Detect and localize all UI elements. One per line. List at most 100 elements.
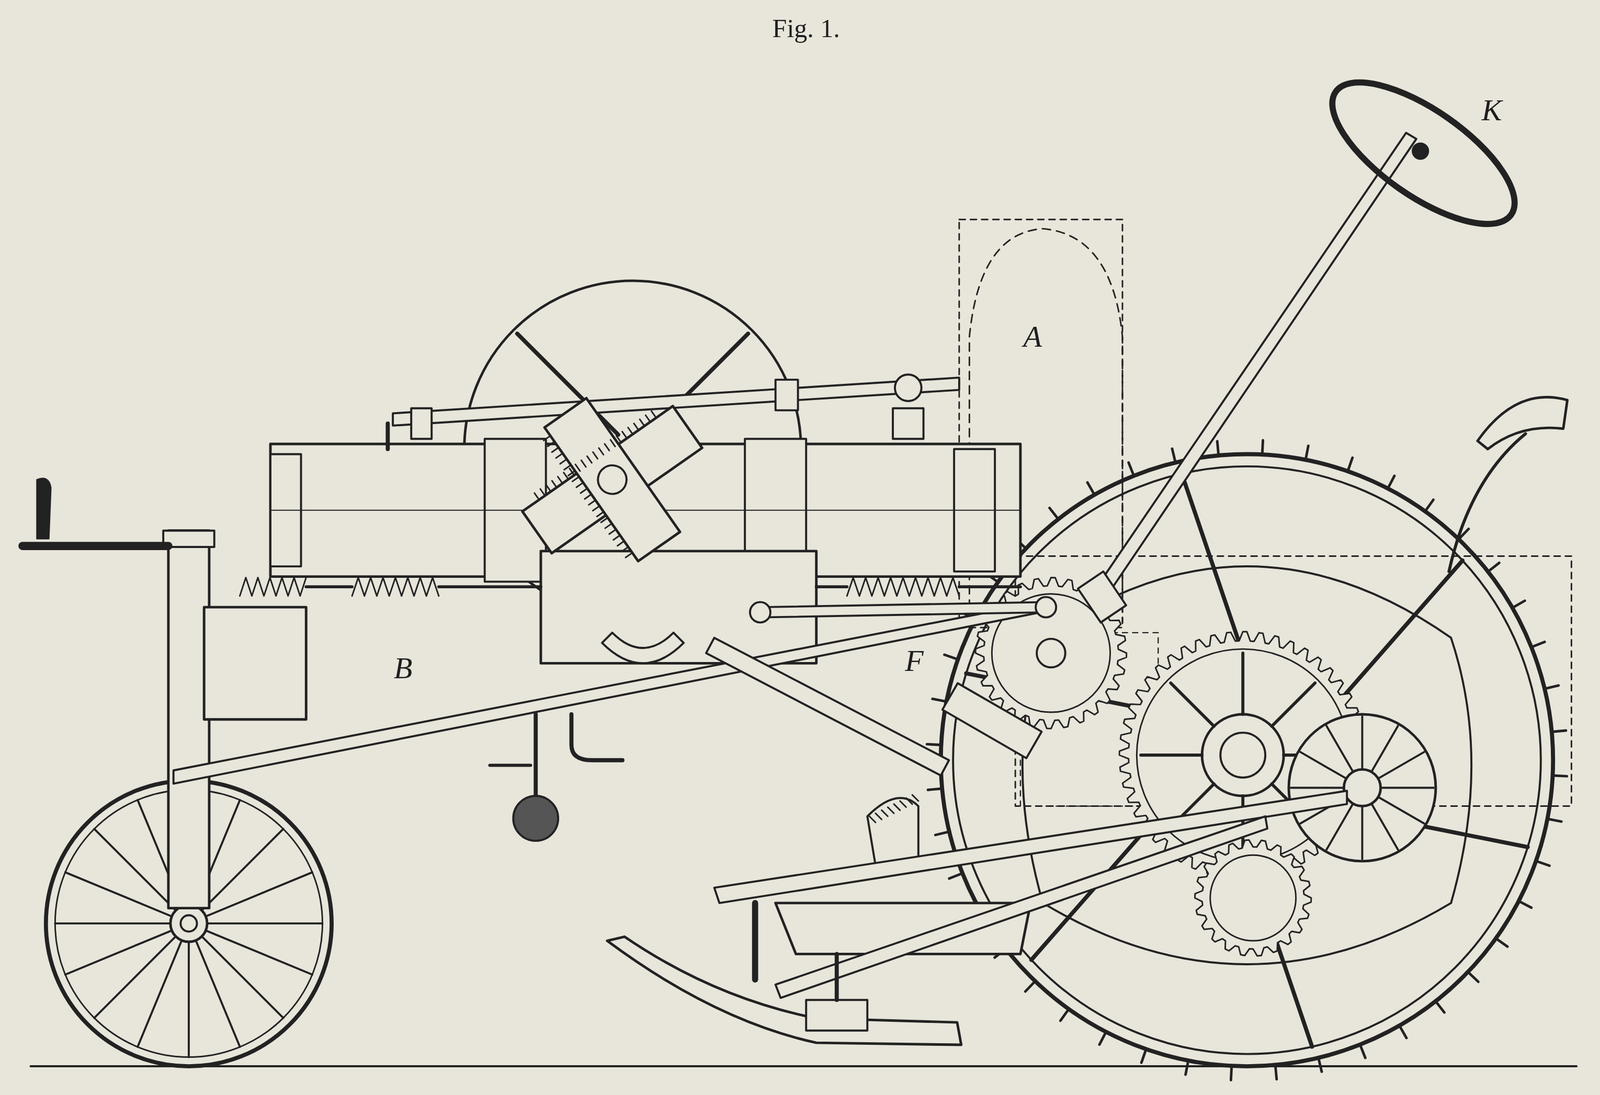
- gear-spoke: [1241, 653, 1245, 715]
- hub-spoke: [1378, 752, 1425, 779]
- front-wheel-spoke: [65, 872, 173, 917]
- gear-spoke: [1140, 753, 1202, 757]
- quadrant-lever: [602, 632, 684, 664]
- gear-tooth: [575, 464, 581, 472]
- part-letter: K: [1478, 93, 1506, 128]
- steering-column: [1096, 132, 1417, 595]
- gear-tooth: [633, 423, 639, 431]
- hub-spoke: [1371, 725, 1399, 773]
- front-wheel-spoke: [207, 922, 323, 925]
- pipe: [571, 714, 623, 761]
- wheel-spike: [944, 654, 959, 660]
- part-letter: B: [390, 651, 416, 686]
- wheel-spike: [1387, 475, 1395, 489]
- secondary-hub: [1288, 714, 1436, 862]
- part-letter: F: [901, 644, 927, 678]
- front-wheel-spoke: [195, 940, 240, 1048]
- fitting: [411, 408, 432, 440]
- drive-shaft: [706, 638, 949, 776]
- bevel-gear-assembly: [490, 360, 735, 600]
- gear-tooth: [613, 535, 621, 541]
- front-wheel-spoke: [201, 936, 284, 1019]
- wheel-spike: [1087, 482, 1095, 496]
- lower-frame: [714, 790, 1348, 904]
- wheel-spike: [1172, 448, 1176, 463]
- front-wheel-spoke: [205, 930, 313, 975]
- wheel-spike: [1025, 981, 1036, 992]
- lower-gear: [1194, 840, 1311, 957]
- gear-tooth: [600, 517, 608, 523]
- wheel-spike: [1551, 730, 1567, 733]
- steering-box: [1077, 571, 1127, 623]
- front-wheel-hub: [170, 905, 208, 943]
- gear-bore: [1220, 732, 1266, 778]
- wheel-spike: [1512, 600, 1526, 609]
- hub-spoke: [1360, 806, 1364, 860]
- front-tank: [203, 607, 306, 720]
- gear-tooth: [604, 444, 610, 451]
- pipe: [489, 764, 531, 768]
- gear-tooth: [568, 470, 575, 476]
- hub-spoke: [1360, 716, 1364, 770]
- gear-tooth: [900, 801, 907, 808]
- crank-arm: [22, 541, 169, 551]
- rear-brace: [775, 816, 1268, 998]
- front-wheel-spoke: [205, 872, 313, 917]
- wheel-spike: [1347, 457, 1353, 472]
- gear-tooth: [534, 493, 540, 501]
- wheel-spike: [1217, 441, 1219, 456]
- hub-spoke: [1326, 803, 1354, 850]
- gear-tooth: [617, 541, 624, 547]
- main-frame-bar: [173, 599, 1052, 784]
- wheel-spike: [1318, 1058, 1322, 1073]
- gear-tooth: [593, 452, 598, 460]
- fitting: [775, 379, 799, 411]
- drawing-group: [22, 56, 1577, 1081]
- part-letter: A: [1020, 320, 1046, 354]
- gear-tooth: [616, 435, 621, 443]
- shaft-housing: [942, 683, 1042, 758]
- fuel-pipe: [533, 714, 538, 797]
- wheel-spike: [949, 873, 963, 879]
- gear-tooth: [875, 813, 882, 820]
- gear-tooth: [580, 488, 588, 494]
- wheel-spike: [1531, 641, 1545, 648]
- wheel-spike: [935, 831, 950, 835]
- ground-line: [30, 1065, 1577, 1068]
- valve-spring: [352, 577, 439, 597]
- wheel-spike: [1399, 1025, 1407, 1039]
- rod: [305, 585, 353, 589]
- front-wheel-spoke: [54, 922, 170, 925]
- gear-tooth: [628, 427, 633, 435]
- wheel-spike: [1488, 562, 1500, 572]
- hub-spoke: [1378, 797, 1425, 824]
- wheel-spike: [1468, 972, 1479, 983]
- hub-spoke: [1371, 803, 1399, 850]
- wheel-spike: [1141, 1049, 1146, 1063]
- figure-title: Fig. 1.: [769, 14, 844, 43]
- crank-knob: [36, 478, 51, 540]
- wheel-spike: [1536, 861, 1550, 867]
- rear-wheel-rim: [940, 454, 1554, 1067]
- front-wheel-spoke: [65, 930, 173, 975]
- seat-spring: [1448, 433, 1526, 572]
- plough-stem: [834, 954, 839, 1001]
- wheel-spike: [926, 744, 941, 745]
- gear-tooth: [596, 512, 604, 517]
- gear-tooth: [592, 506, 600, 512]
- hub-spoke: [1326, 725, 1354, 773]
- gear-tooth: [622, 431, 628, 439]
- wheel-spike: [1049, 507, 1059, 520]
- wheel-spike: [1060, 1009, 1069, 1021]
- steering-wheel: [1311, 56, 1537, 250]
- front-wheel-spoke: [94, 829, 176, 911]
- valve-spring: [239, 577, 306, 597]
- rod: [438, 585, 541, 589]
- gear-tooth: [625, 552, 633, 558]
- gear-housing: [544, 398, 680, 562]
- wheel-spike: [1275, 1065, 1277, 1080]
- gear-tooth: [540, 489, 546, 496]
- gear-tooth: [610, 439, 616, 447]
- wheel-spike: [927, 788, 943, 791]
